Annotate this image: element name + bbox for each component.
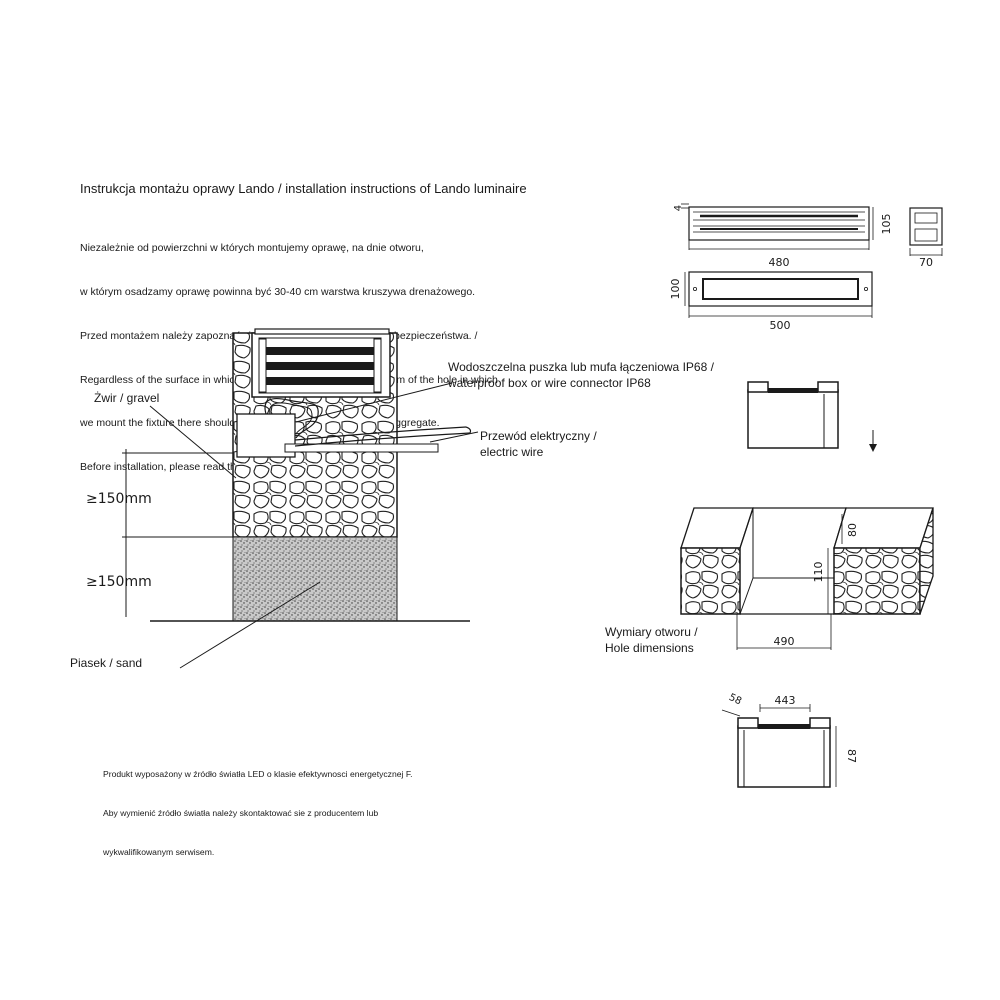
footer-line: wykwalifikowanym serwisem. (103, 847, 215, 857)
footer-line: Produkt wyposażony w źródło światła LED … (103, 769, 413, 779)
footer-line: Aby wymienić źródło światła należy skont… (103, 808, 379, 818)
dim-height-small: 4 (673, 205, 684, 211)
dim-hole-length: 490 (774, 635, 795, 648)
label-hole-dimensions: Wymiary otworu / Hole dimensions (605, 624, 698, 656)
label-hole-dimensions-en: Hole dimensions (605, 641, 694, 655)
dim-flange: 58 (727, 692, 743, 707)
fixture-top-view: 100 500 (669, 271, 873, 332)
footer-note: Produkt wyposażony w źródło światła LED … (103, 742, 413, 872)
label-hole-dimensions-pl: Wymiary otworu / (605, 625, 698, 639)
label-waterproof-box-pl: Wodoszczelna puszka lub mufa łączeniowa … (448, 360, 714, 374)
page-title: Instrukcja montażu oprawy Lando / instal… (80, 181, 527, 196)
leader-electric-wire (429, 431, 479, 443)
depth-dim-upper: ≥150mm (86, 491, 152, 507)
dim-hole-depth: 110 (812, 562, 825, 583)
leader-gravel (149, 405, 237, 479)
label-waterproof-box: Wodoszczelna puszka lub mufa łączeniowa … (448, 359, 714, 391)
wire-loop (264, 397, 319, 439)
intro-line: Niezależnie od powierzchni w których mon… (80, 242, 424, 255)
sand-layer (232, 536, 398, 622)
cross-section: ≥150mm ≥150mm (86, 328, 479, 669)
label-sand: Piasek / sand (70, 656, 143, 670)
leader-sand (179, 581, 321, 669)
leader-waterproof-box (295, 382, 453, 423)
dim-inner: 443 (775, 694, 796, 707)
label-waterproof-box-en: waterproof box or wire connector IP68 (448, 376, 651, 390)
label-electric-wire: Przewód elektryczny / electric wire (480, 428, 597, 460)
dim-length: 480 (769, 256, 790, 269)
luminaire-profile (747, 381, 839, 449)
label-electric-wire-pl: Przewód elektryczny / (480, 429, 597, 443)
label-gravel: Żwir / gravel (94, 391, 160, 405)
luminaire-section (251, 328, 391, 398)
dim-height: 105 (880, 214, 893, 235)
dim-depth: 70 (919, 256, 933, 269)
intro-line: w którym osadzamy oprawę powinna być 30-… (80, 285, 476, 298)
dim-length-top: 500 (770, 319, 791, 332)
electric-wire (294, 426, 467, 441)
hole-view: 80 110 490 (680, 507, 934, 650)
dim-width-top: 100 (669, 279, 682, 300)
arrow-down-icon (869, 430, 877, 452)
depth-dim-lower: ≥150mm (86, 574, 152, 590)
bottom-profile: 58 443 87 (721, 692, 858, 788)
fixture-end-view: 70 (909, 207, 943, 269)
fixture-side-view: 4 105 480 (673, 203, 893, 269)
dim-hole-rim: 80 (846, 523, 859, 537)
dim-bottom-height: 87 (845, 749, 858, 763)
wire-channel (284, 443, 439, 453)
label-electric-wire-en: electric wire (480, 445, 544, 459)
